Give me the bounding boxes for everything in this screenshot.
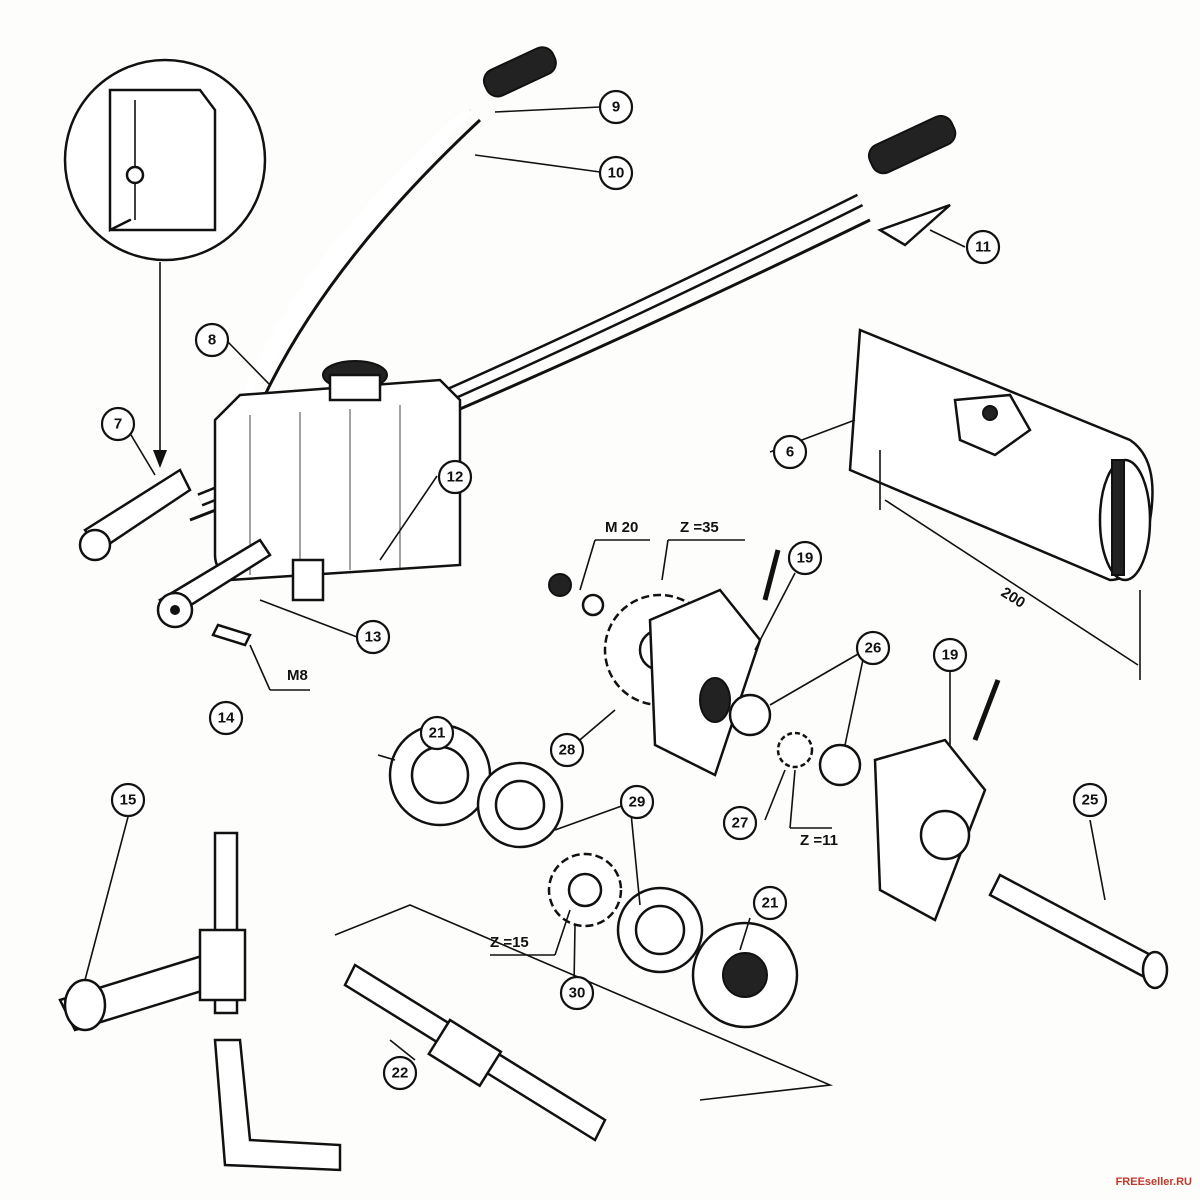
callout-19b: 19: [932, 637, 968, 673]
detail-inset: [63, 58, 267, 468]
svg-text:15: 15: [120, 792, 137, 809]
callout-26: 26: [855, 630, 891, 666]
callout-15: 15: [110, 782, 146, 818]
svg-text:30: 30: [569, 985, 586, 1002]
label-dimension-200: 200: [998, 584, 1028, 612]
callout-12: 12: [437, 459, 473, 495]
small-bearings: [728, 693, 862, 787]
callout-28: 28: [549, 732, 585, 768]
label-m20: M 20: [605, 519, 638, 536]
label-m8: M8: [287, 667, 308, 684]
callout-25: 25: [1072, 782, 1108, 818]
shaft-25: [988, 873, 1169, 990]
tool-14-15: [58, 831, 342, 1172]
callout-30: 30: [559, 975, 595, 1011]
svg-text:22: 22: [392, 1065, 409, 1082]
callout-11: 11: [965, 229, 1001, 265]
callout-21b: 21: [752, 885, 788, 921]
callout-19a: 19: [787, 540, 823, 576]
svg-text:21: 21: [429, 725, 446, 742]
callout-29: 29: [619, 784, 655, 820]
callout-22: 22: [382, 1055, 418, 1091]
callout-13: 13: [355, 619, 391, 655]
callout-21a: 21: [419, 715, 455, 751]
svg-text:27: 27: [732, 815, 749, 832]
svg-text:13: 13: [365, 629, 382, 646]
fuel-tank: [213, 360, 462, 602]
watermark: FREEseller.RU: [1115, 1176, 1192, 1188]
svg-text:11: 11: [975, 239, 991, 256]
svg-text:19: 19: [942, 647, 959, 664]
svg-text:19: 19: [797, 550, 814, 567]
bolt-m8: [211, 623, 252, 647]
callout-27: 27: [722, 805, 758, 841]
dimension-line: [884, 499, 1139, 666]
shaft-22: [343, 963, 607, 1142]
callout-14: 14: [208, 700, 244, 736]
svg-text:9: 9: [612, 99, 620, 116]
callout-6: 6: [772, 434, 808, 470]
callout-7: 7: [100, 406, 136, 442]
svg-text:12: 12: [447, 469, 464, 486]
svg-text:28: 28: [559, 742, 576, 759]
svg-text:21: 21: [762, 895, 779, 912]
svg-text:7: 7: [114, 416, 122, 433]
part-6-housing: [848, 328, 1154, 680]
svg-text:25: 25: [1082, 792, 1099, 809]
lever-ends: [78, 468, 272, 647]
svg-text:14: 14: [218, 710, 235, 727]
svg-text:29: 29: [629, 794, 646, 811]
mount-plate-19a: [648, 549, 781, 777]
callout-10: 10: [598, 155, 634, 191]
svg-text:26: 26: [865, 640, 882, 657]
svg-text:8: 8: [208, 332, 216, 349]
callout-9: 9: [598, 89, 634, 125]
label-z11: Z =11: [800, 832, 838, 849]
svg-text:6: 6: [786, 444, 794, 461]
label-z35: Z =35: [680, 519, 719, 536]
svg-text:10: 10: [608, 165, 625, 182]
mount-plate-19b: [873, 679, 1001, 922]
bearings-row: [388, 723, 799, 1029]
callout-8: 8: [194, 322, 230, 358]
label-z15: Z =15: [490, 934, 529, 951]
